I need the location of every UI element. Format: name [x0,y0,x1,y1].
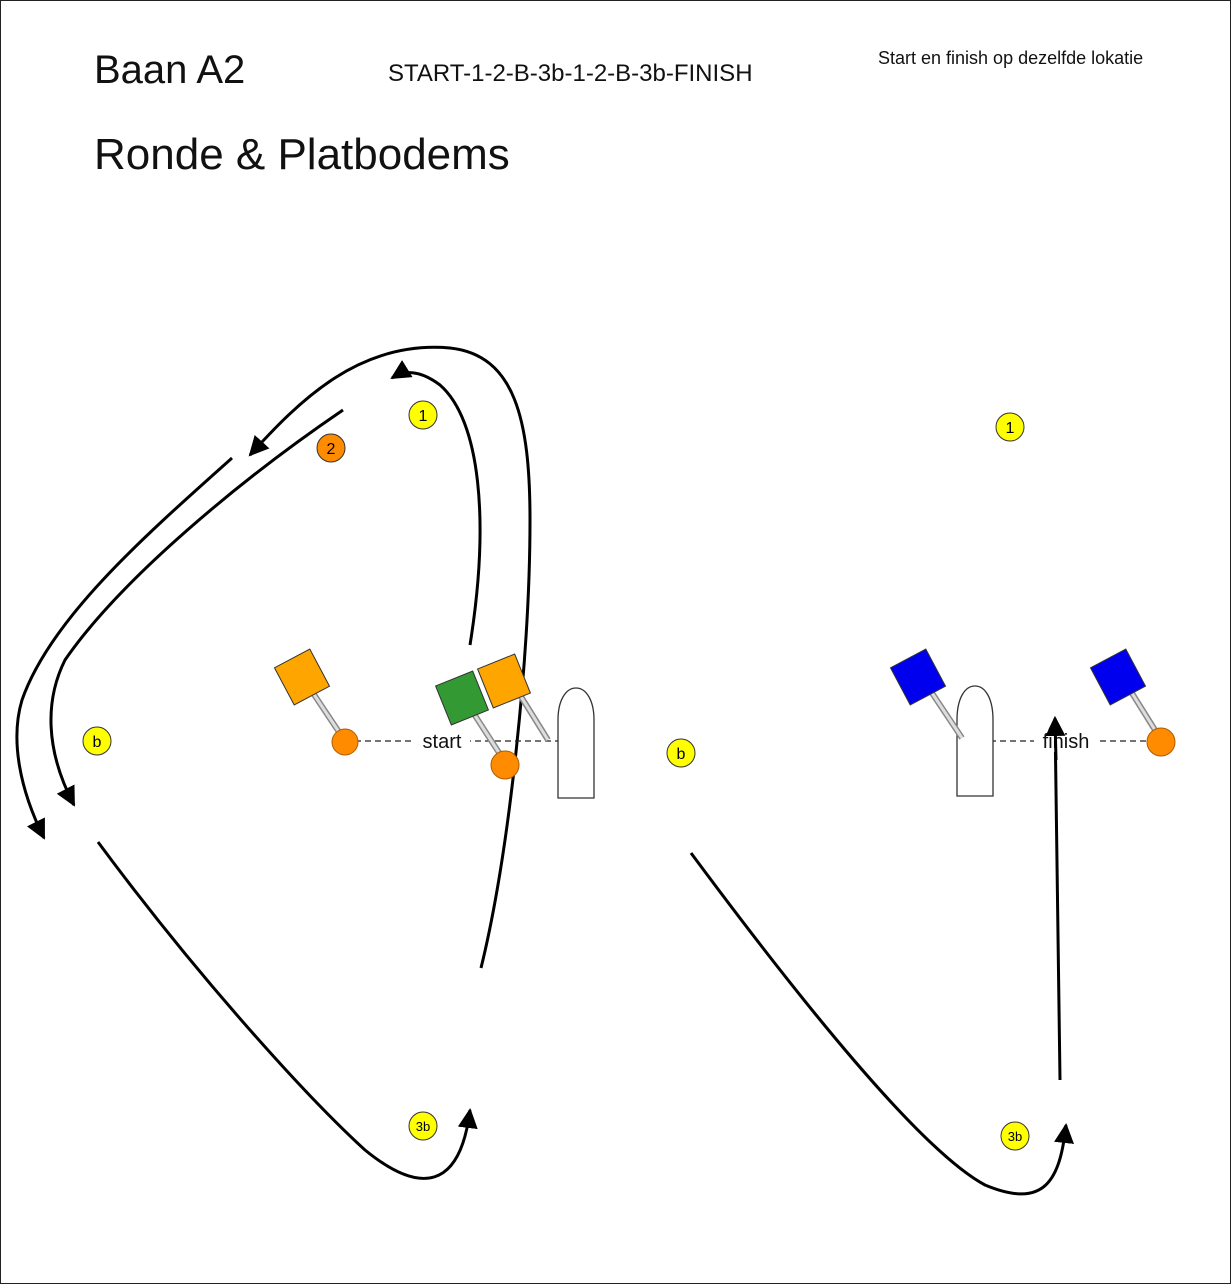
svg-text:3b: 3b [1008,1129,1022,1144]
orange-flag-icon-2 [476,653,532,709]
orange-flag-icon [273,648,331,706]
blue-flag-icon-2 [1089,648,1147,706]
svg-text:b: b [677,746,686,763]
course-title: Baan A2 [94,48,246,92]
svg-text:1: 1 [1006,420,1015,437]
path-2-to-b-inner [49,408,344,807]
course-subtitle: Ronde & Platbodems [94,130,510,179]
finish-arrow-tip [1045,716,1066,761]
path-start-to-1 [390,360,482,646]
start-label: start [423,731,462,753]
mark-right-3b: 3b [1000,1121,1030,1151]
start-label-bg [414,730,470,752]
path-b-to-3b [96,841,478,1180]
finish-pin-buoy [1089,648,1176,757]
path-3b-to-finish [1045,716,1066,1081]
svg-text:3b: 3b [416,1119,430,1134]
start-pin-buoy [273,648,359,756]
right-course-paths [689,716,1074,1196]
course-sequence: START-1-2-B-3b-1-2-B-3b-FINISH [388,60,753,87]
svg-text:1: 1 [419,408,428,425]
finish-boat-flag [889,648,965,740]
finish-label: finish [1043,731,1090,753]
start-boat-flags [434,653,551,780]
mark-right-1: 1 [995,412,1025,442]
committee-boat-start-icon [557,687,595,799]
blue-flag-icon [889,648,947,706]
mark-right-b: b [666,738,696,768]
path-2-to-b-outer [15,456,233,840]
committee-boat-finish-icon [956,685,994,797]
left-course-paths [15,345,532,1180]
svg-text:b: b [93,734,102,751]
svg-text:2: 2 [327,441,336,458]
course-note: Start en finish op dezelfde lokatie [878,48,1144,68]
path-3b-over-1-to-2 [248,345,532,969]
green-flag-icon [434,670,490,726]
mark-left-3b: 3b [408,1111,438,1141]
mark-left-b: b [82,726,112,756]
path-b-to-3b-right [689,852,1074,1196]
mark-left-1: 1 [408,400,438,430]
mark-left-2: 2 [316,433,346,463]
